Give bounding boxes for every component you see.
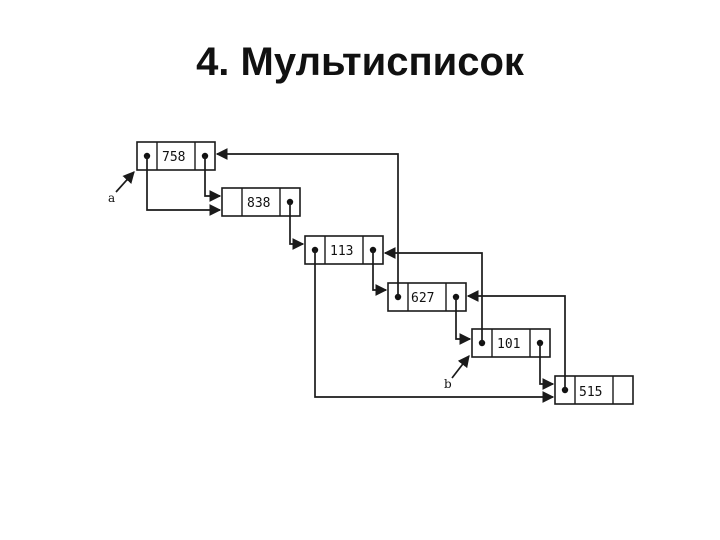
node-value: 101 (497, 337, 520, 352)
pointer-b-arrow (451, 355, 470, 379)
node-value: 113 (330, 244, 353, 259)
link-113-to-515 (314, 250, 555, 403)
link-627-to-758 (215, 148, 399, 297)
node-value: 838 (247, 196, 270, 211)
link-515-to-627 (466, 290, 566, 390)
link-838-to-113 (289, 202, 305, 250)
node-515: 515 (554, 375, 634, 405)
link-101-to-515 (539, 343, 555, 390)
node-838: 838 (221, 187, 301, 217)
pointer-a-arrow (115, 171, 135, 193)
link-627-to-101 (455, 297, 472, 345)
node-113: 113 (304, 235, 384, 265)
node-627: 627 (387, 282, 467, 312)
link-101-to-113 (383, 247, 483, 343)
pointer-label-b: b (444, 377, 452, 391)
node-value: 627 (411, 291, 434, 306)
node-value: 515 (579, 385, 602, 400)
node-101: 101 (471, 328, 551, 358)
node-value: 758 (162, 150, 185, 165)
pointer-label-a: a (108, 191, 115, 205)
link-113-to-627 (372, 250, 388, 296)
link-758-to-838 (204, 156, 222, 202)
link-758-to-838-lower (146, 156, 222, 216)
slide-title: 4. Мультисписок (196, 40, 524, 84)
node-758: 758 (136, 141, 216, 171)
